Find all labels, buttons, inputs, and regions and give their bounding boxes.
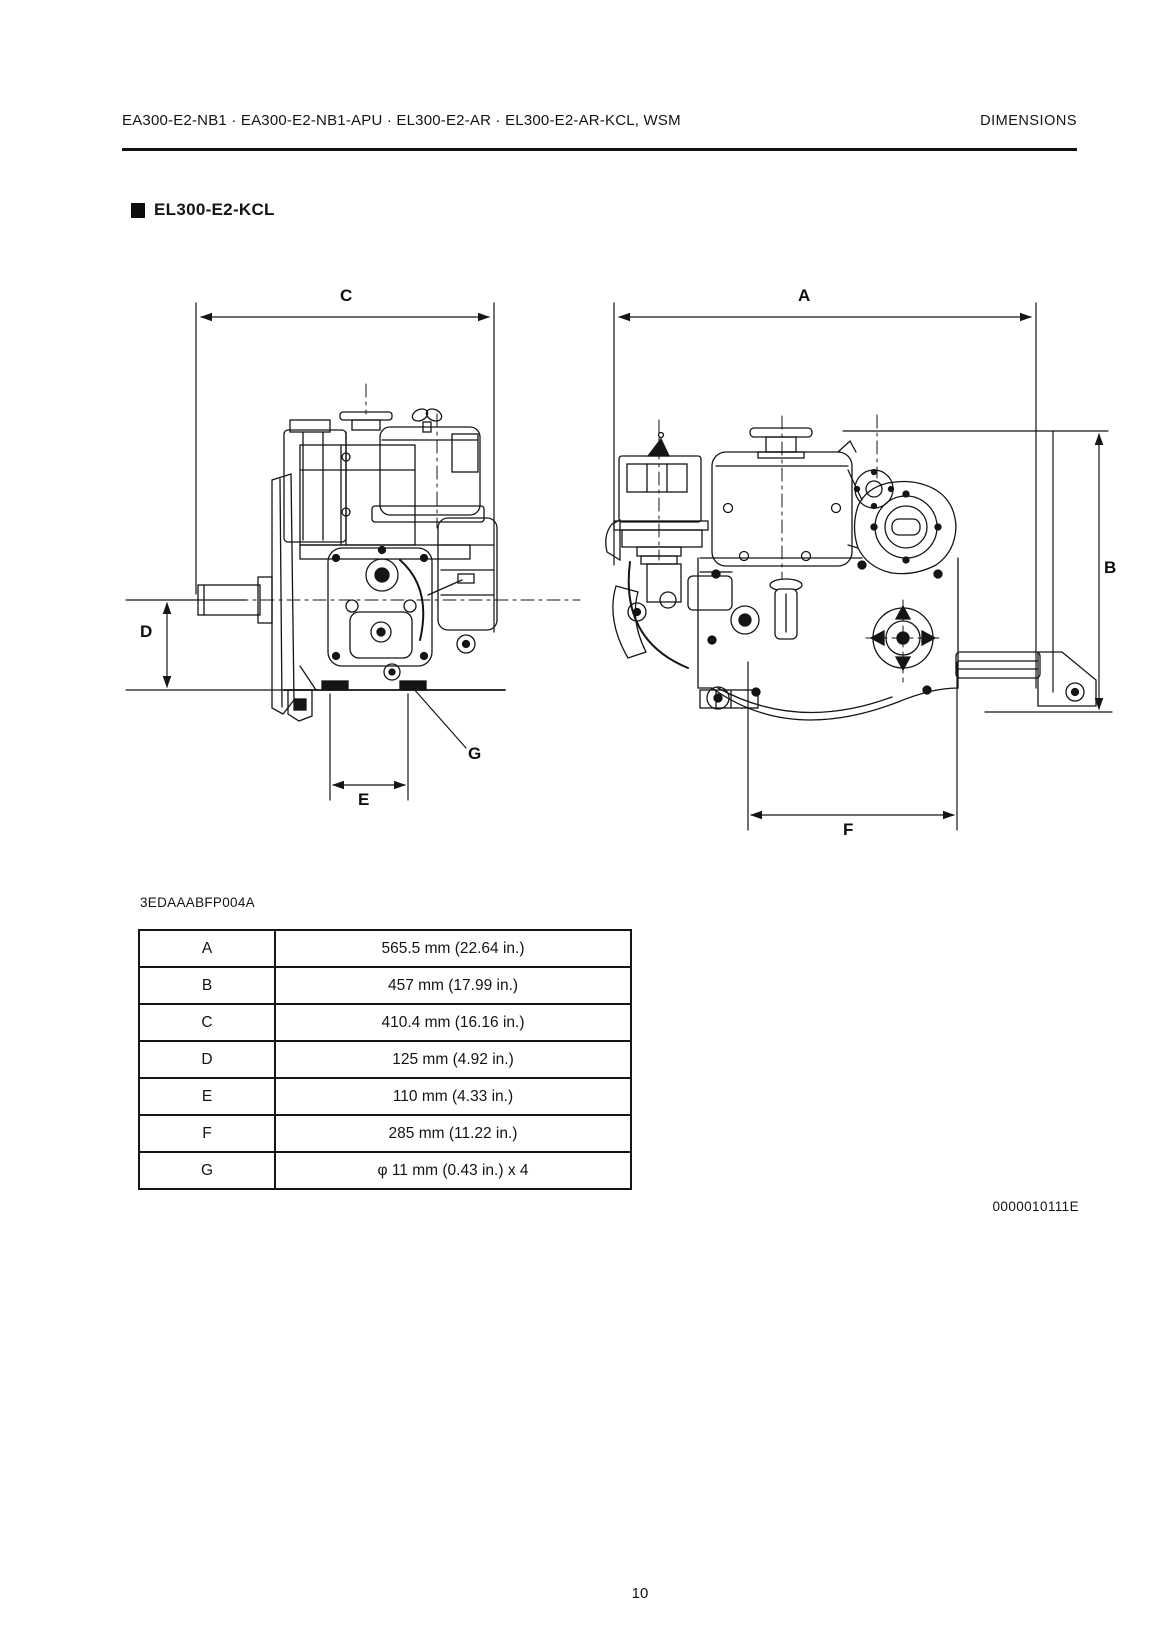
section-bullet-icon	[131, 202, 145, 218]
header-rule	[122, 148, 1077, 151]
dimension-key: D	[138, 1040, 276, 1079]
dimension-key: C	[138, 1003, 276, 1042]
dimension-key: G	[138, 1151, 276, 1190]
dimension-key: E	[138, 1077, 276, 1116]
dim-label-A: A	[798, 286, 811, 305]
figure-code: 3EDAAABFP004A	[140, 895, 255, 910]
dim-label-G: G	[468, 744, 482, 763]
page-header: EA300-E2-NB1 · EA300-E2-NB1-APU · EL300-…	[122, 112, 1077, 129]
section-title-text: EL300-E2-KCL	[154, 200, 275, 219]
dimension-key: F	[138, 1114, 276, 1153]
dimension-value: 410.4 mm (16.16 in.)	[274, 1003, 632, 1042]
header-model-list: EA300-E2-NB1 · EA300-E2-NB1-APU · EL300-…	[122, 112, 681, 129]
dimension-value: 285 mm (11.22 in.)	[274, 1114, 632, 1153]
dim-label-E: E	[358, 790, 370, 809]
dimension-value: 457 mm (17.99 in.)	[274, 966, 632, 1005]
dimension-key: A	[138, 929, 276, 968]
engine-front-view	[605, 414, 1097, 721]
engine-dimension-diagram	[125, 302, 1113, 831]
header-section-title: DIMENSIONS	[980, 113, 1077, 129]
dimension-value: 125 mm (4.92 in.)	[274, 1040, 632, 1079]
page-number: 10	[631, 1585, 649, 1602]
dim-label-B: B	[1104, 558, 1117, 577]
dimension-value: 565.5 mm (22.64 in.)	[274, 929, 632, 968]
dimension-value: 110 mm (4.33 in.)	[274, 1077, 632, 1116]
dimension-value: φ 11 mm (0.43 in.) x 4	[274, 1151, 632, 1190]
dimension-key: B	[138, 966, 276, 1005]
dim-label-F: F	[843, 820, 854, 839]
section-title: EL300-E2-KCL	[131, 200, 275, 220]
figure-drawing: C A B D E G F	[125, 286, 1117, 839]
dim-label-C: C	[340, 286, 353, 305]
dim-label-D: D	[140, 622, 153, 641]
dimension-lines	[125, 302, 1113, 831]
engine-side-view	[182, 383, 581, 722]
doc-number: 0000010111E	[992, 1199, 1079, 1214]
